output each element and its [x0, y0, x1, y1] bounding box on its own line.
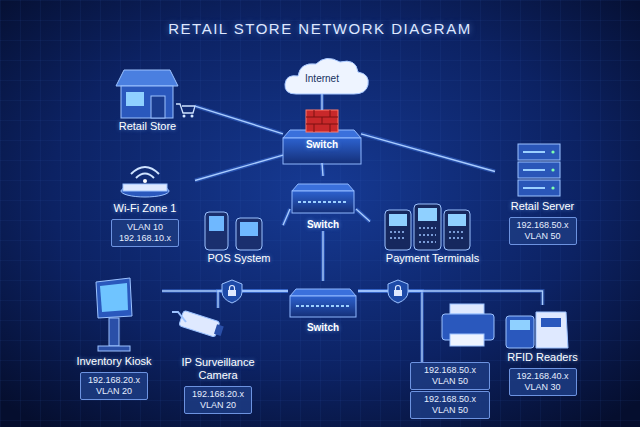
- network-link: [195, 106, 283, 134]
- vlan-label: VLAN 10 192.168.10.x: [111, 219, 179, 247]
- diagram-title: RETAIL STORE NETWORK DIAGRAM: [0, 20, 640, 37]
- vlan-label: 192.168.50.x VLAN 50: [509, 217, 577, 245]
- connector-glow: [322, 163, 323, 176]
- node-label: Switch: [283, 138, 361, 151]
- device-node: Retail Store: [100, 66, 195, 133]
- cloud-node: Internet: [286, 62, 358, 94]
- connector-glow: [283, 209, 290, 225]
- vlan-box: 192.168.50.x VLAN 50: [410, 391, 490, 419]
- network-link: [356, 209, 370, 221]
- node-label: Retail Store: [100, 120, 195, 133]
- connector-glow: [358, 291, 422, 362]
- device-node: POS System: [195, 204, 283, 265]
- node-label: Retail Server: [495, 200, 590, 213]
- network-link: [358, 291, 422, 362]
- connector-glow: [321, 231, 325, 281]
- network-link: [361, 134, 495, 172]
- node-label: RFID Readers: [495, 351, 590, 364]
- node-label: Switch: [290, 218, 356, 231]
- device-node: Wi-Fi Zone 1 VLAN 10 192.168.10.x: [95, 152, 195, 247]
- connector-glow: [320, 94, 324, 110]
- node-label: 192.168.50.x VLAN 50: [415, 394, 485, 416]
- network-link: [322, 231, 323, 281]
- device-node: Inventory Kiosk 192.168.20.x VLAN 20: [66, 275, 162, 400]
- connector-glow: [195, 106, 283, 134]
- node-label: Wi-Fi Zone 1: [95, 202, 195, 215]
- connector-glow: [361, 134, 495, 172]
- connector-glow: [356, 209, 370, 221]
- node-label: Internet: [305, 72, 339, 85]
- network-link: [283, 209, 290, 225]
- vlan-label: 192.168.20.x VLAN 20: [184, 386, 252, 414]
- node-label: Payment Terminals: [370, 252, 495, 265]
- switch-node: Switch: [288, 281, 358, 338]
- network-link: [195, 155, 283, 180]
- network-link: [322, 163, 323, 176]
- node-label: IP Surveillance Camera: [168, 356, 268, 382]
- network-link: [321, 94, 322, 110]
- switch-node: Switch: [290, 176, 356, 231]
- device-node: Retail Server 192.168.50.x VLAN 50: [495, 140, 590, 245]
- vlan-label: 192.168.20.x VLAN 20: [80, 372, 148, 400]
- node-label: 192.168.50.x VLAN 50: [415, 365, 485, 387]
- node-label: Switch: [288, 321, 358, 334]
- vlan-box: 192.168.50.x VLAN 50: [410, 362, 490, 390]
- connector-glow: [358, 291, 543, 305]
- network-link: [358, 291, 543, 305]
- vlan-label: 192.168.40.x VLAN 30: [509, 368, 577, 396]
- switch-node: Switch: [283, 110, 361, 163]
- device-node: Payment Terminals: [370, 198, 495, 265]
- device-node: RFID Readers 192.168.40.x VLAN 30: [495, 305, 590, 396]
- connector-glow: [195, 155, 283, 180]
- device-node: IP Surveillance Camera 192.168.20.x VLAN …: [168, 308, 268, 414]
- node-label: POS System: [195, 252, 283, 265]
- node-label: Inventory Kiosk: [66, 355, 162, 368]
